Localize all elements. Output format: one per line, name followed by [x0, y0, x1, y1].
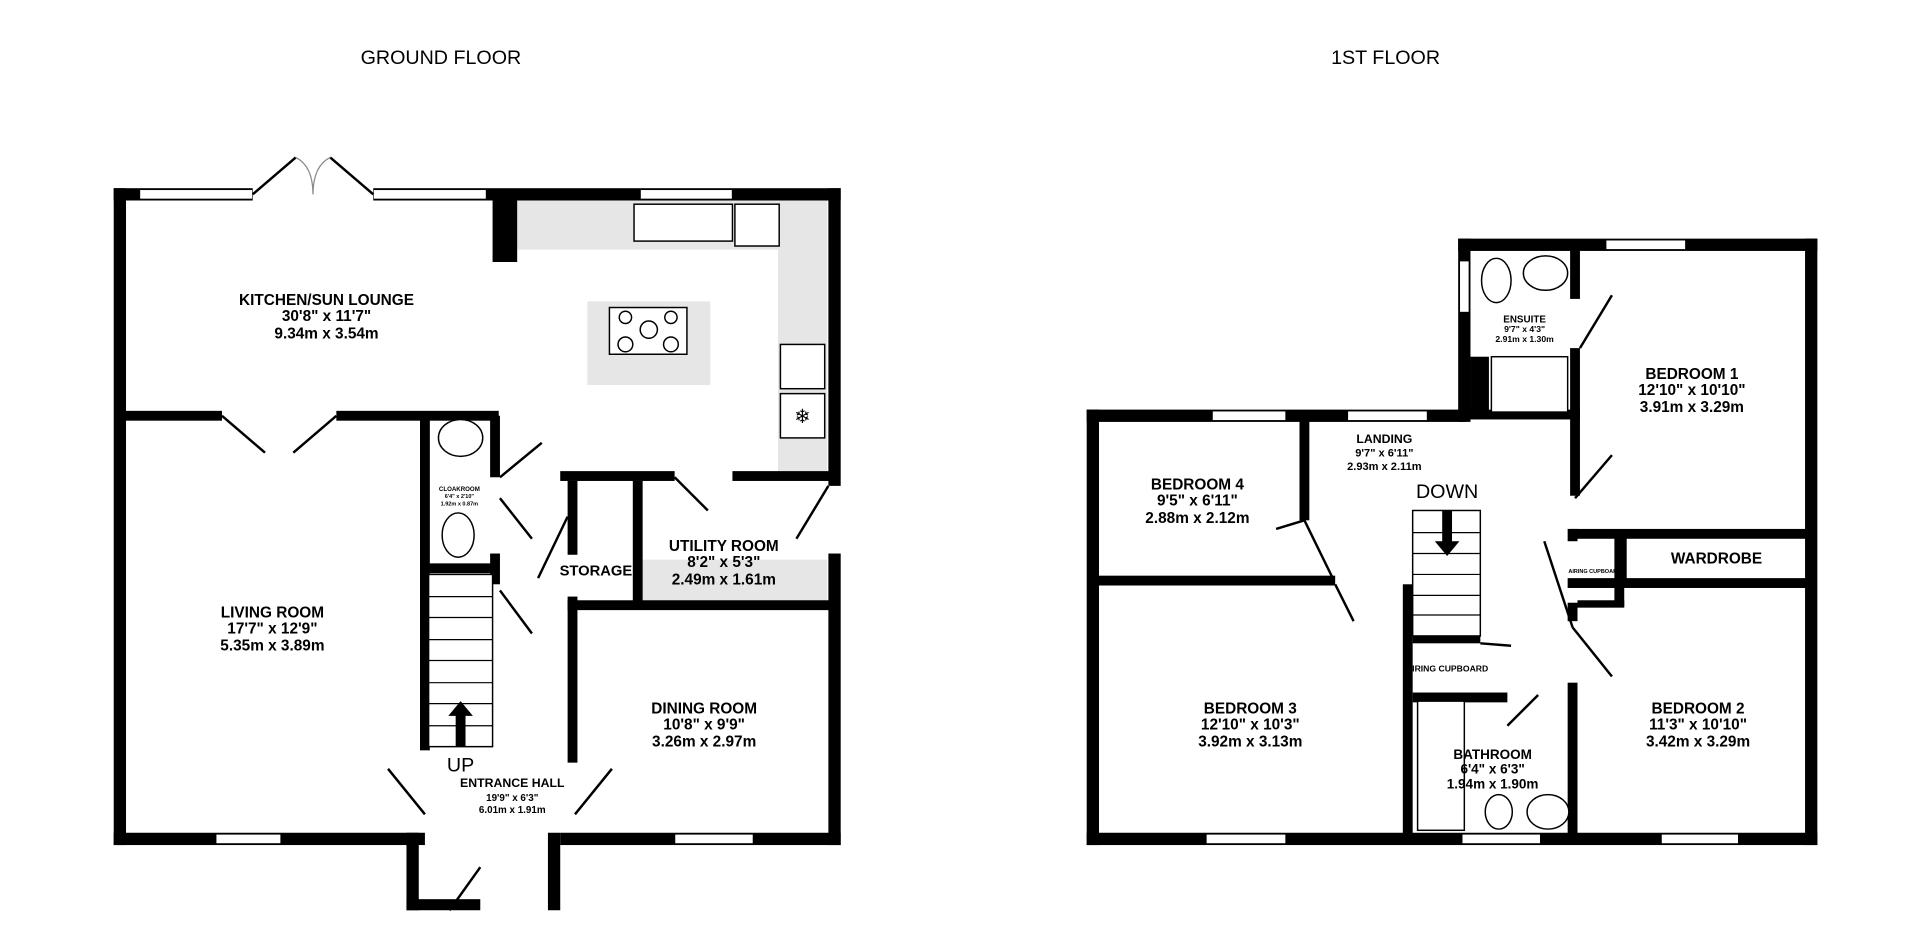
stairs-up-label: UP	[447, 754, 474, 776]
room-label-text: BATHROOM	[1453, 747, 1532, 762]
room-bedroom-4: BEDROOM 49'5" x 6'11"2.88m x 2.12m	[1145, 477, 1249, 527]
room-label-text: 3.91m x 3.29m	[1640, 399, 1744, 416]
room-label-text: 19'9" x 6'3"	[486, 793, 539, 804]
room-label-text: 12'10" x 10'10"	[1638, 382, 1745, 399]
room-label-text: KITCHEN/SUN LOUNGE	[239, 292, 414, 309]
room-label-text: 11'3" x 10'10"	[1649, 716, 1747, 733]
first-floor-plan	[1086, 238, 1818, 846]
room-label-text: 9.34m x 3.54m	[274, 325, 378, 342]
room-label-text: 10'8" x 9'9"	[663, 716, 745, 733]
room-label-text: 9'7" x 6'11"	[1355, 447, 1413, 459]
room-bedroom-1: BEDROOM 112'10" x 10'10"3.91m x 3.29m	[1638, 366, 1745, 416]
room-wardrobe: WARDROBE	[1671, 550, 1762, 567]
room-label-text: 30'8" x 11'7"	[282, 308, 371, 325]
room-label-text: BEDROOM 3	[1204, 700, 1297, 717]
room-label-text: 3.42m x 3.29m	[1646, 734, 1750, 751]
stairs-down-arrow-icon	[1434, 510, 1460, 556]
room-storage: STORAGE	[560, 564, 633, 580]
room-bedroom-2: BEDROOM 211'3" x 10'10"3.42m x 3.29m	[1646, 700, 1750, 750]
ground-floor-title: GROUND FLOOR	[361, 47, 522, 69]
stairs-up-arrow-icon	[448, 701, 473, 747]
room-label-text: 17'7" x 12'9"	[227, 620, 317, 637]
room-label-text: 3.92m x 3.13m	[1198, 734, 1302, 751]
room-airing-cupboard-left: AIRING CUPBOARD	[1406, 664, 1488, 674]
room-label-text: 8'2" x 5'3"	[687, 554, 760, 571]
room-entrance-hall: ENTRANCE HALL 19'9" x 6'3"6.01m x 1.91m	[460, 776, 565, 816]
room-label-text: 2.93m x 2.11m	[1347, 461, 1422, 473]
room-label-text: 1.92m x 0.87m	[441, 502, 479, 508]
room-label-text: 6'4" x 2'10"	[445, 494, 475, 500]
room-label-text: LANDING	[1356, 432, 1412, 446]
room-label-text: UTILITY ROOM	[669, 538, 779, 555]
room-label-text: BEDROOM 2	[1652, 700, 1745, 717]
ground-stairs	[427, 573, 494, 748]
first-floor-title: 1ST FLOOR	[1331, 47, 1440, 69]
room-label-text: 1.94m x 1.90m	[1447, 776, 1539, 791]
stairs-down-label: DOWN	[1416, 481, 1478, 503]
room-label-text: 2.88m x 2.12m	[1145, 510, 1249, 527]
room-label-text: BEDROOM 4	[1151, 477, 1244, 494]
room-label-text: 6.01m x 1.91m	[479, 805, 546, 816]
room-label-text: 9'7" x 4'3"	[1504, 324, 1545, 334]
room-label-text: DINING ROOM	[651, 700, 757, 717]
ground-floor-plan: ❄	[113, 156, 841, 911]
room-label-text: 3.26m x 2.97m	[652, 734, 756, 751]
room-label-text: 2.49m x 1.61m	[672, 571, 776, 588]
room-label-text: 5.35m x 3.89m	[220, 638, 324, 655]
first-floor-stairs	[1411, 509, 1482, 637]
room-label-text: 6'4" x 6'3"	[1460, 762, 1524, 777]
freezer-icon: ❄	[794, 406, 810, 428]
room-label-text: 9'5" x 6'11"	[1157, 493, 1238, 510]
room-label-text: LIVING ROOM	[221, 604, 324, 621]
room-label-text: 2.91m x 1.30m	[1495, 334, 1554, 344]
room-bedroom-3: BEDROOM 312'10" x 10'3"3.92m x 3.13m	[1198, 700, 1302, 750]
room-label-text: ENSUITE	[1503, 314, 1546, 325]
room-label-text: ENTRANCE HALL	[460, 776, 565, 790]
room-label-text: 12'10" x 10'3"	[1201, 716, 1300, 733]
room-airing-cupboard-right: AIRING CUPBOARD	[1568, 569, 1621, 575]
room-label-text: BEDROOM 1	[1645, 366, 1738, 383]
room-label-text: CLOAKROOM	[439, 486, 480, 493]
